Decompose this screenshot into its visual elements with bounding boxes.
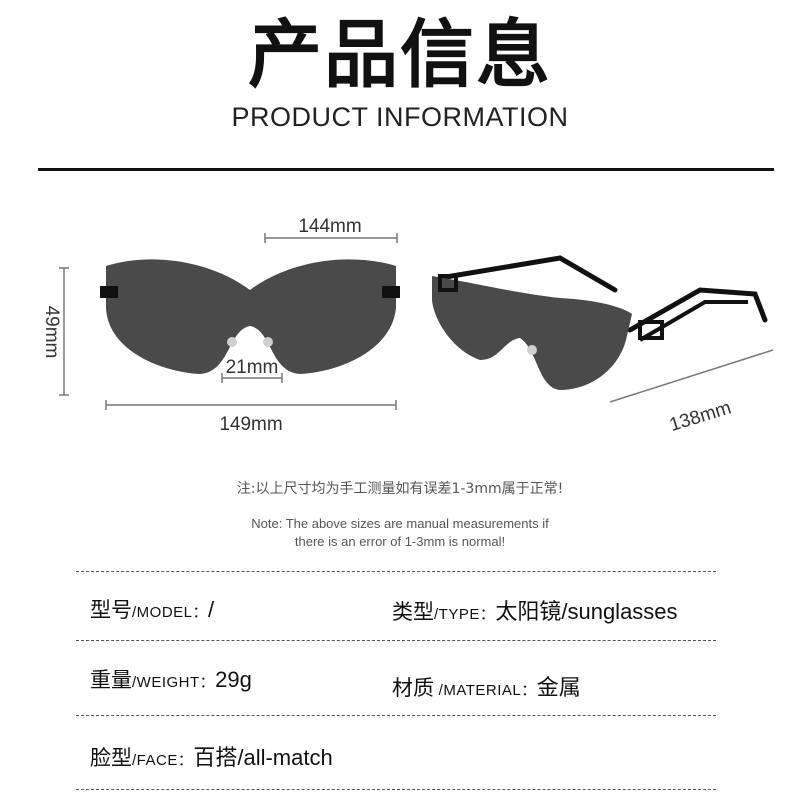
glasses-side-view	[432, 255, 768, 390]
spec-model-label-en: /MODEL：	[132, 604, 209, 621]
spec-divider	[76, 571, 716, 572]
note-en-line1: Note: The above sizes are manual measure…	[251, 516, 549, 531]
spec-weight-label-cn: 重量	[90, 668, 132, 692]
dim-label-temple-length: 138mm	[667, 397, 734, 436]
side-lens	[432, 276, 632, 390]
spec-face-value: 百搭/all-match	[193, 745, 333, 770]
side-nose-pad	[527, 345, 537, 355]
dim-lens-height: 49mm	[41, 267, 69, 396]
spec-type: 类型/TYPE：太阳镜/sunglasses	[392, 594, 678, 626]
side-hinge	[638, 320, 664, 340]
note-cn: 注:以上尺寸均为手工测量如有误差1-3mm属于正常!	[236, 481, 564, 497]
side-temple-far	[437, 255, 618, 293]
spec-type-label-cn: 类型	[392, 600, 434, 624]
spec-material-value: 金属	[536, 675, 581, 700]
spec-divider	[76, 640, 716, 641]
glasses-front-view	[100, 259, 400, 374]
spec-material: 材质 /MATERIAL：金属	[392, 670, 581, 702]
spec-divider	[76, 715, 716, 716]
dim-label-total-width: 144mm	[298, 216, 361, 237]
spec-material-label-en: /MATERIAL：	[434, 682, 537, 699]
spec-divider	[76, 789, 716, 790]
dim-label-lens-height: 49mm	[41, 306, 62, 359]
spec-weight-label-en: /WEIGHT：	[132, 674, 216, 691]
spec-model-label-cn: 型号	[90, 598, 132, 622]
side-hinge-far	[438, 274, 458, 292]
spec-model: 型号/MODEL：/	[90, 594, 214, 624]
dim-temple-length: 138mm	[609, 349, 774, 436]
dim-label-frame-width: 149mm	[219, 414, 282, 435]
page-title-cn: 产品信息	[248, 12, 552, 98]
spec-model-value: /	[208, 597, 215, 622]
glasses-dimension-figure: 144mm 49mm 21mm 149mm 138mm	[41, 216, 774, 436]
note-en-line2: there is an error of 1-3mm is normal!	[294, 534, 506, 549]
dim-total-width: 144mm	[264, 216, 398, 243]
side-temple-near	[627, 287, 768, 333]
front-lens	[106, 259, 396, 374]
dim-bridge: 21mm	[221, 357, 283, 383]
nose-pad-left	[227, 337, 237, 347]
page-title-en: PRODUCT INFORMATION	[231, 102, 569, 132]
spec-face-label-cn: 脸型	[90, 746, 132, 770]
header-divider	[38, 168, 774, 171]
spec-type-label-en: /TYPE：	[434, 606, 496, 623]
nose-pad-right	[263, 337, 273, 347]
note-en: Note: The above sizes are manual measure…	[0, 515, 800, 551]
spec-face-label-en: /FACE：	[132, 752, 194, 769]
spec-material-label-cn: 材质	[392, 676, 434, 700]
spec-type-value: 太阳镜/sunglasses	[495, 599, 678, 624]
dim-frame-width: 149mm	[105, 400, 397, 435]
spec-weight-value: 29g	[215, 667, 252, 692]
spec-face: 脸型/FACE：百搭/all-match	[90, 740, 333, 772]
dim-label-bridge: 21mm	[226, 357, 279, 378]
spec-weight: 重量/WEIGHT：29g	[90, 664, 252, 694]
